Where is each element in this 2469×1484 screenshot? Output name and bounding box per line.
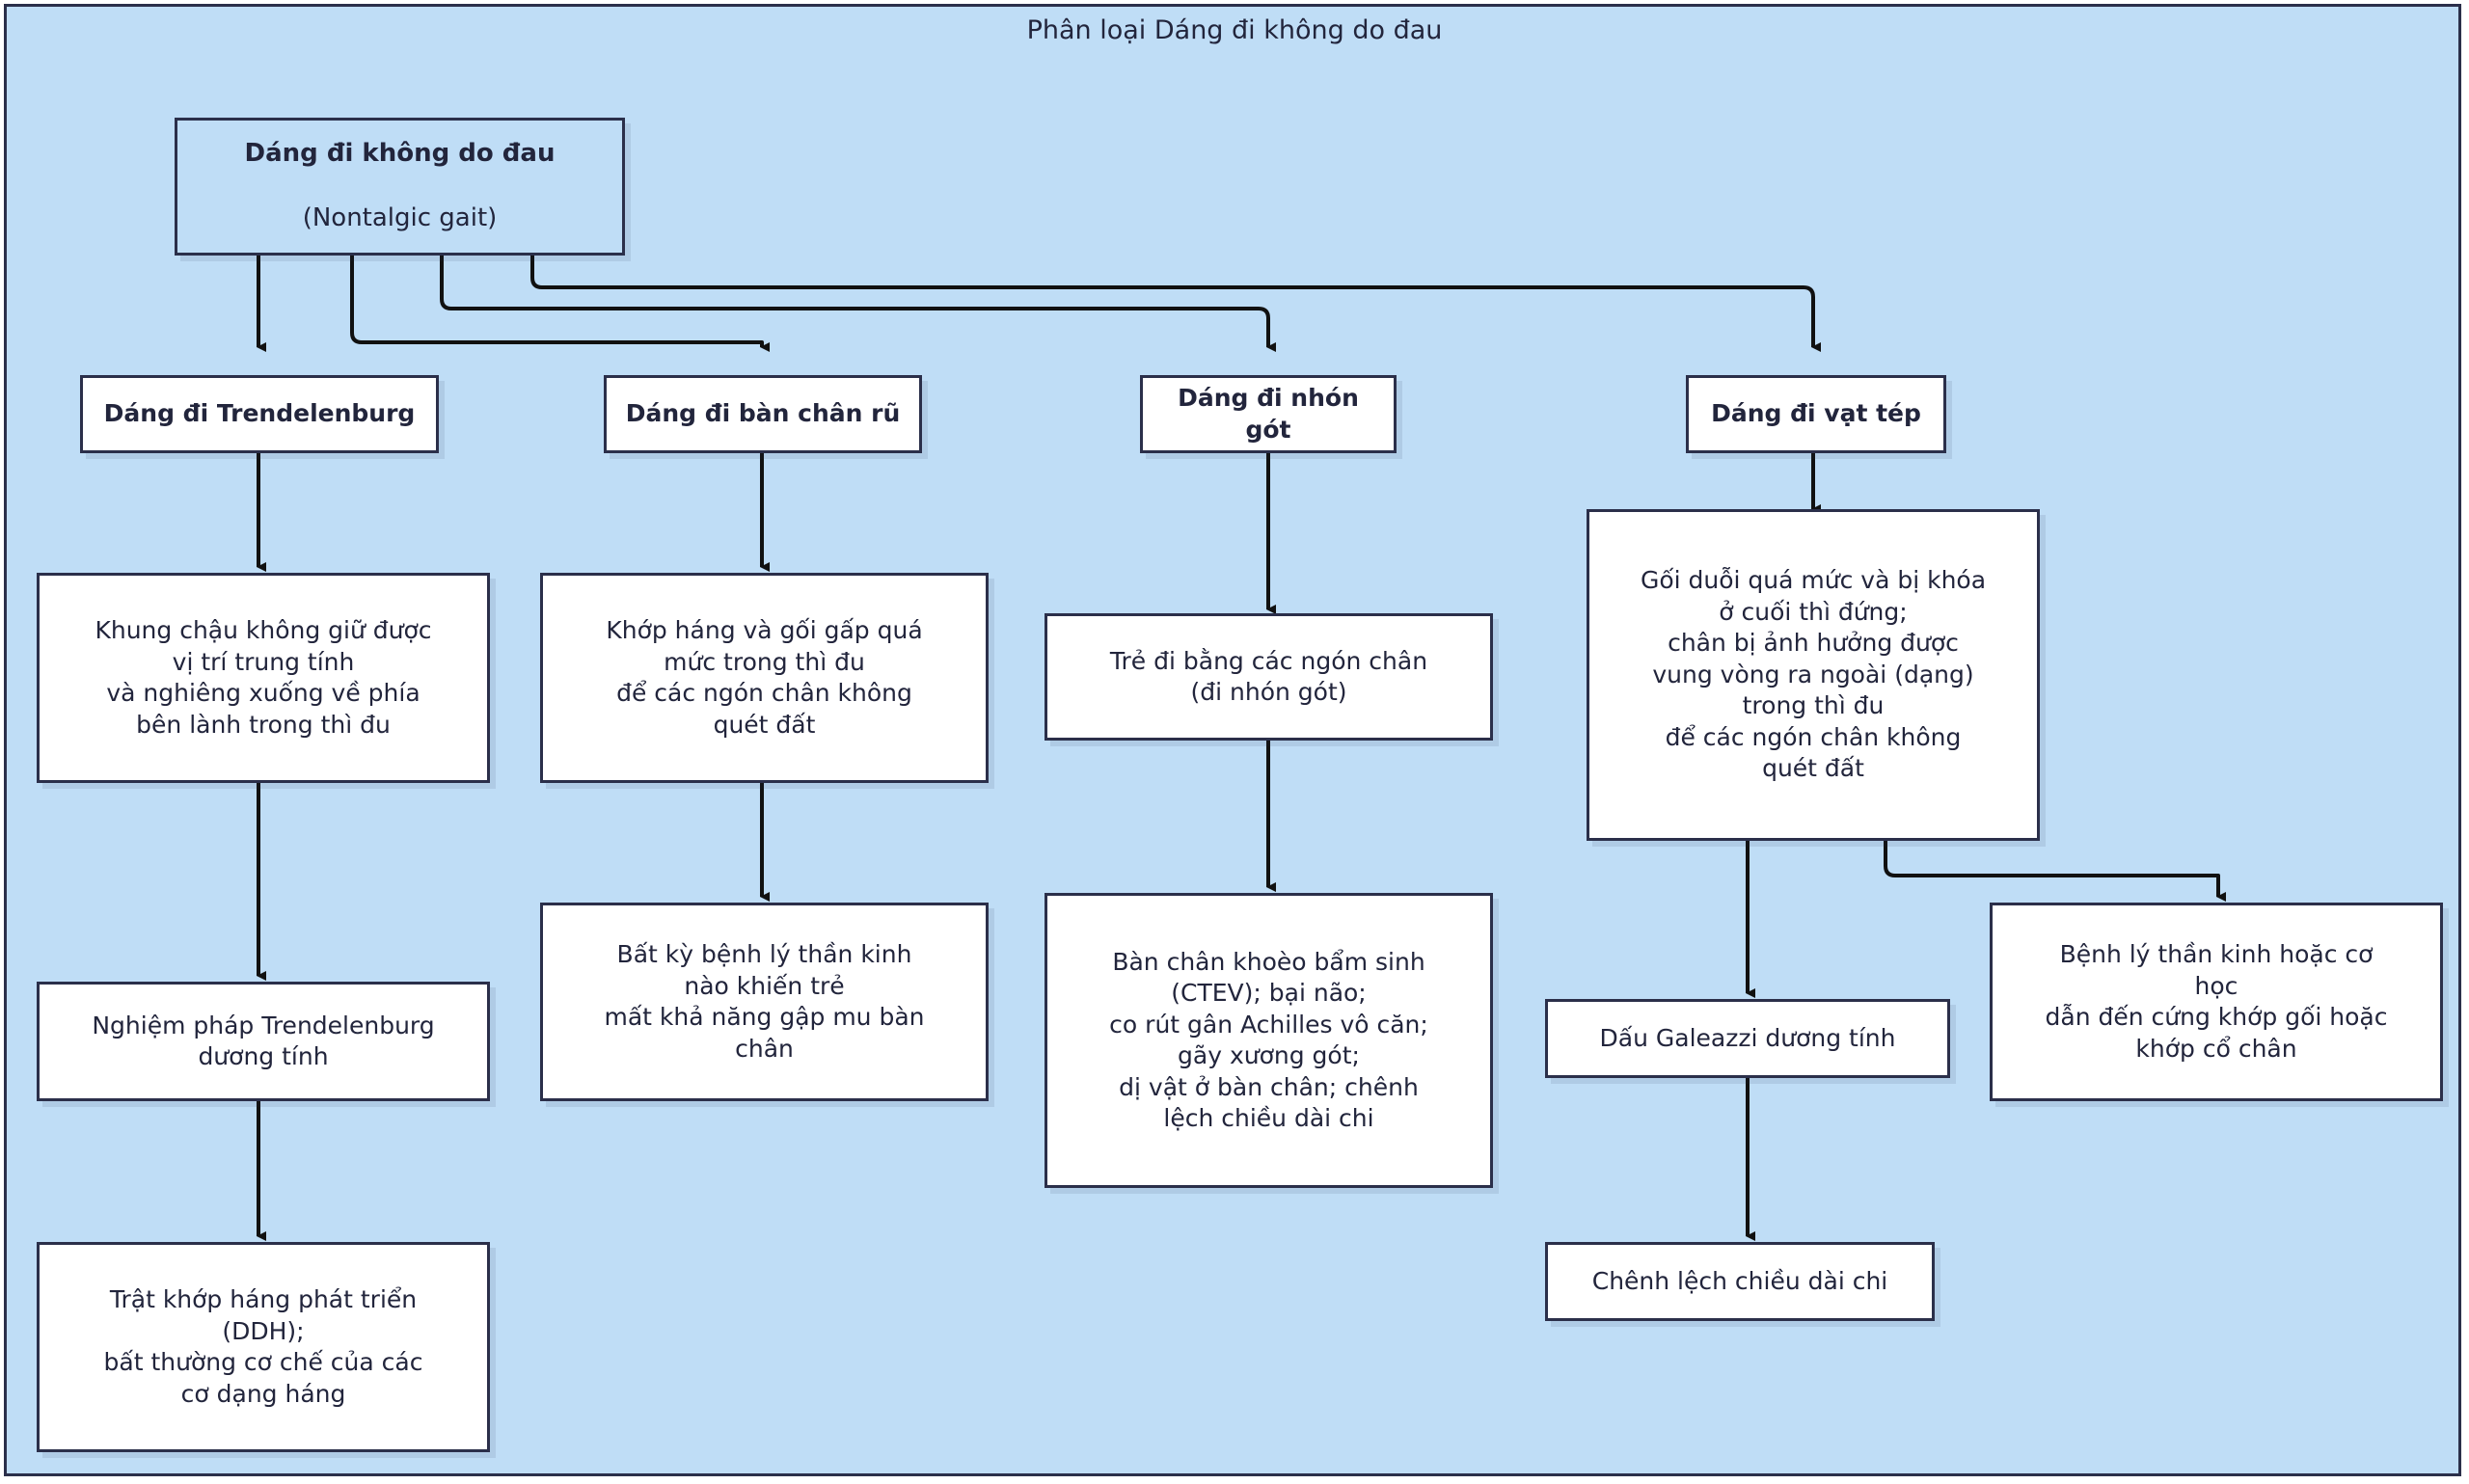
node-category-trendelenburg[interactable]: Dáng đi Trendelenburg xyxy=(80,375,439,453)
category-label-footdrop: Dáng đi bàn chân rũ xyxy=(625,399,901,428)
trendelenburg-test-text: Nghiệm pháp Trendelenburg dương tính xyxy=(92,1011,435,1071)
node-category-circumduction[interactable]: Dáng đi vạt tép xyxy=(1686,375,1946,453)
galeazzi-sign-text: Dấu Galeazzi dương tính xyxy=(1599,1023,1896,1052)
circumduction-description-text: Gối duỗi quá mức và bị khóa ở cuối thì đ… xyxy=(1640,566,1987,783)
node-ddh-cause[interactable]: Trật khớp háng phát triển (DDH); bất thư… xyxy=(37,1242,490,1452)
footdrop-description-text: Khớp háng và gối gấp quá mức trong thì đ… xyxy=(606,616,923,739)
page-title: Phân loại Dáng đi không do đau xyxy=(1026,15,1443,45)
node-category-toewalk[interactable]: Dáng đi nhón gót xyxy=(1140,375,1397,453)
neuro-mechanical-text: Bệnh lý thần kinh hoặc cơ học dẫn đến cứ… xyxy=(2045,940,2388,1063)
node-trendelenburg-test[interactable]: Nghiệm pháp Trendelenburg dương tính xyxy=(37,982,490,1101)
limb-length-text: Chênh lệch chiều dài chi xyxy=(1591,1266,1888,1295)
trendelenburg-description-text: Khung chậu không giữ được vị trí trung t… xyxy=(95,616,432,739)
root-label: Dáng đi không do đau xyxy=(244,138,556,168)
node-galeazzi-sign[interactable]: Dấu Galeazzi dương tính xyxy=(1545,999,1950,1078)
category-label-circumduction: Dáng đi vạt tép xyxy=(1711,399,1921,428)
node-category-footdrop[interactable]: Dáng đi bàn chân rũ xyxy=(604,375,922,453)
node-footdrop-cause[interactable]: Bất kỳ bệnh lý thần kinh nào khiến trẻ m… xyxy=(540,903,989,1101)
node-toewalk-description[interactable]: Trẻ đi bằng các ngón chân (đi nhón gót) xyxy=(1045,613,1493,741)
node-toewalk-cause[interactable]: Bàn chân khoèo bẩm sinh (CTEV); bại não;… xyxy=(1045,893,1493,1188)
category-label-toewalk: Dáng đi nhón gót xyxy=(1178,384,1359,444)
node-circumduction-description[interactable]: Gối duỗi quá mức và bị khóa ở cuối thì đ… xyxy=(1587,509,2040,841)
node-neuro-mechanical[interactable]: Bệnh lý thần kinh hoặc cơ học dẫn đến cứ… xyxy=(1990,903,2443,1101)
toewalk-cause-text: Bàn chân khoèo bẩm sinh (CTEV); bại não;… xyxy=(1109,947,1428,1133)
category-label-trendelenburg: Dáng đi Trendelenburg xyxy=(103,399,416,428)
root-sublabel: (Nontalgic gait) xyxy=(302,203,498,233)
node-root[interactable]: Dáng đi không do đau (Nontalgic gait) xyxy=(175,118,625,256)
toewalk-description-text: Trẻ đi bằng các ngón chân (đi nhón gót) xyxy=(1109,646,1428,707)
node-trendelenburg-description[interactable]: Khung chậu không giữ được vị trí trung t… xyxy=(37,573,490,783)
node-footdrop-description[interactable]: Khớp háng và gối gấp quá mức trong thì đ… xyxy=(540,573,989,783)
ddh-cause-text: Trật khớp háng phát triển (DDH); bất thư… xyxy=(103,1285,423,1408)
footdrop-cause-text: Bất kỳ bệnh lý thần kinh nào khiến trẻ m… xyxy=(604,940,925,1063)
node-limb-length-discrepancy[interactable]: Chênh lệch chiều dài chi xyxy=(1545,1242,1935,1321)
